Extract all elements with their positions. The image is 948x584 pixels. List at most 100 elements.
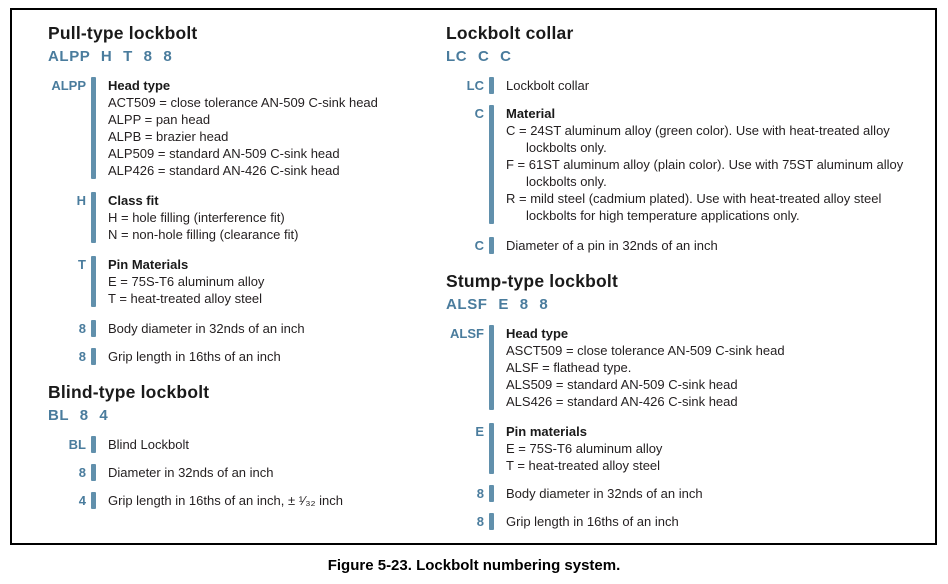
code-item: 8 Diameter in 32nds of an inch bbox=[48, 464, 446, 481]
code-item: 8 Body diameter in 32nds of an inch bbox=[446, 485, 929, 502]
item-line: Body diameter in 32nds of an inch bbox=[506, 486, 703, 501]
item-line: ACT509 = close tolerance AN-509 C-sink h… bbox=[108, 95, 378, 110]
right-column: Lockbolt collar LC C C LC Lockbolt colla… bbox=[446, 23, 929, 543]
code-segment-label: 8 bbox=[476, 514, 484, 529]
item-line: ALP509 = standard AN-509 C-sink head bbox=[108, 146, 340, 161]
segment-bar bbox=[91, 492, 96, 509]
segment-bar bbox=[91, 256, 96, 307]
segment-bar bbox=[489, 325, 494, 410]
code-item: LC Lockbolt collar bbox=[446, 77, 929, 94]
section-stump-type-lockbolt: Stump-type lockbolt ALSF E 8 8 ALSF Head… bbox=[446, 271, 929, 530]
item-content: Head type ACT509 = close tolerance AN-50… bbox=[108, 77, 378, 179]
section-title: Pull-type lockbolt bbox=[48, 23, 198, 43]
item-heading: Pin Materials bbox=[108, 257, 189, 272]
item-content: Lockbolt collar bbox=[506, 77, 589, 94]
item-line: ALS509 = standard AN-509 C-sink head bbox=[506, 377, 738, 392]
item-line: ALPP = pan head bbox=[108, 112, 211, 127]
code-item: 8 Body diameter in 32nds of an inch bbox=[48, 320, 446, 337]
item-heading: Class fit bbox=[108, 193, 159, 208]
code-segment-label: 8 bbox=[78, 465, 86, 480]
item-line: Blind Lockbolt bbox=[108, 437, 189, 452]
code-item: E Pin materials E = 75S-T6 aluminum allo… bbox=[446, 423, 929, 474]
item-line: ALS426 = standard AN-426 C-sink head bbox=[506, 394, 738, 409]
segment-bar bbox=[489, 77, 494, 94]
code-segment-label: C bbox=[474, 238, 484, 253]
code-segment-label: LC bbox=[466, 78, 484, 93]
code-segment-label: ALPP bbox=[51, 78, 86, 93]
section-lockbolt-collar: Lockbolt collar LC C C LC Lockbolt colla… bbox=[446, 23, 929, 254]
code-segment-label: T bbox=[78, 257, 86, 272]
item-line: R = mild steel (cadmium plated). Use wit… bbox=[506, 191, 882, 206]
section-title: Lockbolt collar bbox=[446, 23, 574, 43]
item-line: E = 75S-T6 aluminum alloy bbox=[108, 274, 265, 289]
item-line: ALP426 = standard AN-426 C-sink head bbox=[108, 163, 340, 178]
segment-bar bbox=[489, 423, 494, 474]
item-line: T = heat-treated alloy steel bbox=[506, 458, 661, 473]
segment-bar bbox=[489, 237, 494, 254]
item-content: Class fit H = hole filling (interference… bbox=[108, 192, 298, 243]
item-line: lockbolts for high temperature applicati… bbox=[526, 208, 800, 223]
code-segment-label: C bbox=[474, 106, 484, 121]
code-segment-label: 8 bbox=[78, 321, 86, 336]
item-line: T = heat-treated alloy steel bbox=[108, 291, 263, 306]
item-line: H = hole filling (interference fit) bbox=[108, 210, 285, 225]
item-content: Material C = 24ST aluminum alloy (green … bbox=[506, 105, 903, 224]
item-content: Grip length in 16ths of an inch, ± ¹⁄₃₂ … bbox=[108, 492, 343, 509]
code-item: BL Blind Lockbolt bbox=[48, 436, 446, 453]
item-heading: Head type bbox=[506, 326, 569, 341]
section-pull-type-lockbolt: Pull-type lockbolt ALPP H T 8 8 ALPP Hea… bbox=[48, 23, 446, 365]
item-line: Body diameter in 32nds of an inch bbox=[108, 321, 305, 336]
code-item: H Class fit H = hole filling (interferen… bbox=[48, 192, 446, 243]
item-content: Diameter of a pin in 32nds of an inch bbox=[506, 237, 718, 254]
code-segment-label: BL bbox=[68, 437, 86, 452]
code-item: 8 Grip length in 16ths of an inch bbox=[446, 513, 929, 530]
figure-caption: Figure 5-23. Lockbolt numbering system. bbox=[327, 557, 621, 574]
segment-bar bbox=[91, 348, 96, 365]
item-content: Blind Lockbolt bbox=[108, 436, 189, 453]
code-item: T Pin Materials E = 75S-T6 aluminum allo… bbox=[48, 256, 446, 307]
segment-bar bbox=[489, 105, 494, 224]
code-segment-label: ALSF bbox=[450, 326, 484, 341]
part-number-code: ALSF E 8 8 bbox=[446, 296, 549, 313]
item-line: E = 75S-T6 aluminum alloy bbox=[506, 441, 663, 456]
code-item: ALSF Head type ASCT509 = close tolerance… bbox=[446, 325, 929, 410]
item-line: Grip length in 16ths of an inch bbox=[108, 349, 281, 364]
segment-bar bbox=[91, 77, 96, 179]
item-line: N = non-hole filling (clearance fit) bbox=[108, 227, 299, 242]
item-line: F = 61ST aluminum alloy (plain color). U… bbox=[506, 157, 904, 172]
code-item: C Diameter of a pin in 32nds of an inch bbox=[446, 237, 929, 254]
part-number-code: BL 8 4 bbox=[48, 407, 109, 424]
item-line: ASCT509 = close tolerance AN-509 C-sink … bbox=[506, 343, 785, 358]
item-content: Diameter in 32nds of an inch bbox=[108, 464, 273, 481]
part-number-code: LC C C bbox=[446, 48, 512, 65]
item-line: ALSF = flathead type. bbox=[506, 360, 632, 375]
segment-bar bbox=[91, 464, 96, 481]
item-content: Body diameter in 32nds of an inch bbox=[506, 485, 703, 502]
code-item: C Material C = 24ST aluminum alloy (gree… bbox=[446, 105, 929, 224]
code-segment-label: 8 bbox=[476, 486, 484, 501]
segment-bar bbox=[91, 192, 96, 243]
item-line: ALPB = brazier head bbox=[108, 129, 229, 144]
code-item: 8 Grip length in 16ths of an inch bbox=[48, 348, 446, 365]
item-heading: Head type bbox=[108, 78, 171, 93]
segment-bar bbox=[91, 436, 96, 453]
item-content: Grip length in 16ths of an inch bbox=[506, 513, 679, 530]
item-line: lockbolts only. bbox=[526, 140, 607, 155]
item-content: Pin materials E = 75S-T6 aluminum alloy … bbox=[506, 423, 662, 474]
section-blind-type-lockbolt: Blind-type lockbolt BL 8 4 BL Blind Lock… bbox=[48, 382, 446, 509]
item-line: Lockbolt collar bbox=[506, 78, 590, 93]
part-number-code: ALPP H T 8 8 bbox=[48, 48, 173, 65]
code-item: 4 Grip length in 16ths of an inch, ± ¹⁄₃… bbox=[48, 492, 446, 509]
item-content: Grip length in 16ths of an inch bbox=[108, 348, 281, 365]
segment-bar bbox=[91, 320, 96, 337]
item-content: Body diameter in 32nds of an inch bbox=[108, 320, 305, 337]
item-line: Diameter of a pin in 32nds of an inch bbox=[506, 238, 718, 253]
item-line: lockbolts only. bbox=[526, 174, 607, 189]
section-title: Blind-type lockbolt bbox=[48, 382, 210, 402]
item-line: C = 24ST aluminum alloy (green color). U… bbox=[506, 123, 890, 138]
code-segment-label: E bbox=[475, 424, 484, 439]
lockbolt-numbering-figure: Pull-type lockbolt ALPP H T 8 8 ALPP Hea… bbox=[10, 8, 937, 545]
segment-bar bbox=[489, 513, 494, 530]
item-content: Head type ASCT509 = close tolerance AN-5… bbox=[506, 325, 785, 410]
code-item: ALPP Head type ACT509 = close tolerance … bbox=[48, 77, 446, 179]
